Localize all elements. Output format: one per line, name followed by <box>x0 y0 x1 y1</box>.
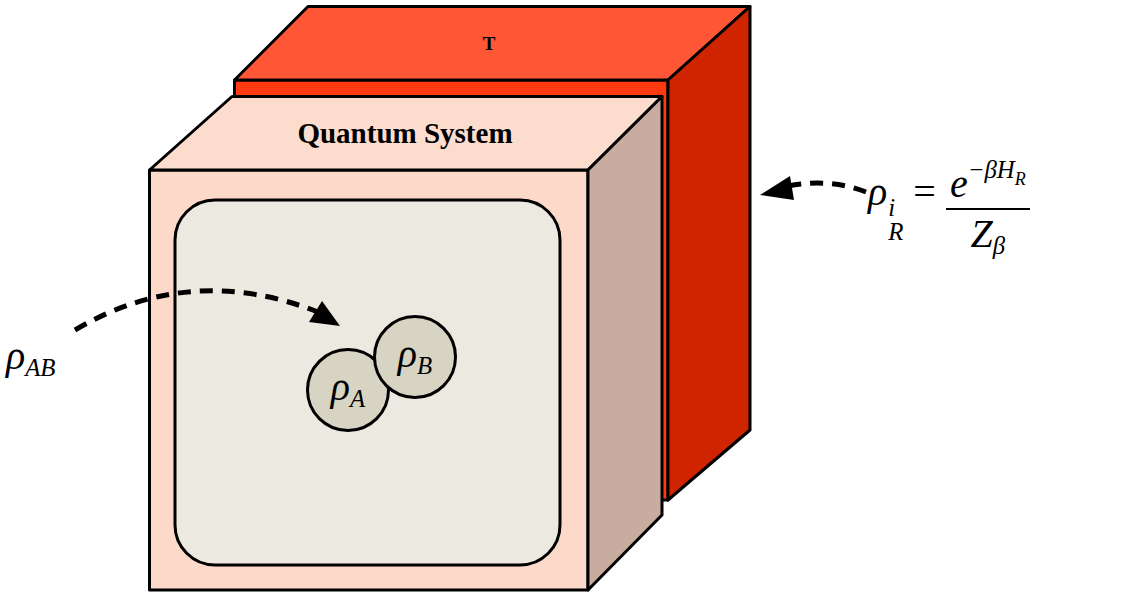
subscript: R <box>888 220 903 245</box>
dashed-arrow <box>75 291 318 330</box>
math-symbol: ρ <box>6 333 25 378</box>
system-side <box>588 97 662 591</box>
dashed-arrow <box>788 183 866 192</box>
arrow-head <box>309 301 340 326</box>
math-symbol: Z <box>971 211 993 256</box>
system-front <box>150 170 589 590</box>
reservoir-top <box>235 7 751 81</box>
subscript: AB <box>25 354 55 381</box>
superscript: i <box>888 196 903 221</box>
system-top <box>150 97 663 171</box>
fraction-numerator: e−βHR <box>946 158 1030 208</box>
superscript-subscript: R <box>1015 169 1026 189</box>
index-stack: iR <box>888 196 903 246</box>
state-symbol: ρA <box>331 367 365 412</box>
formula-lhs: ρiR = <box>868 172 936 246</box>
math-operator: = <box>903 169 936 214</box>
reservoir-side <box>668 7 750 501</box>
superscript: −βH <box>968 156 1015 183</box>
math-symbol: ρ <box>868 169 887 214</box>
reservoir-temperature: T <box>483 34 496 53</box>
fraction-denominator: Zβ <box>971 210 1006 259</box>
state-label: ρAB <box>6 336 56 381</box>
subscript: B <box>417 353 432 380</box>
reservoir-state-formula: ρiR =e−βHRZβ <box>868 158 1030 259</box>
fraction: e−βHRZβ <box>946 158 1030 259</box>
quantum-system-box: Quantum SystemρAρB <box>148 95 665 593</box>
fraction-bar <box>946 208 1030 210</box>
arrow-head <box>760 176 794 200</box>
system-title: Quantum System <box>297 119 512 148</box>
subscript: A <box>350 386 365 413</box>
inner-region <box>175 200 560 565</box>
math-symbol: e <box>950 161 968 206</box>
math-symbol: ρ <box>331 364 350 409</box>
subscript: β <box>993 232 1005 259</box>
subsystem-circle: ρB <box>373 315 457 399</box>
state-symbol: ρB <box>398 334 432 379</box>
math-symbol: ρ <box>398 331 417 376</box>
